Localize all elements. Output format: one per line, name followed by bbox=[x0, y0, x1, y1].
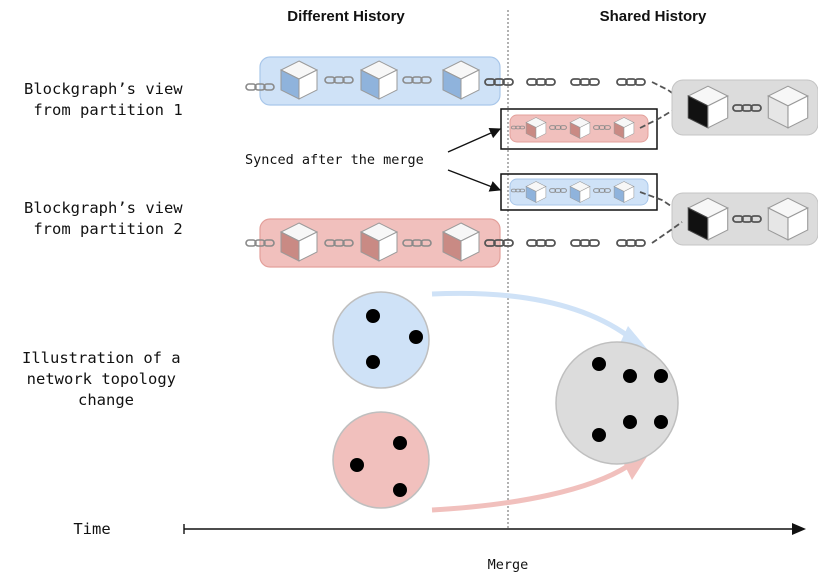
header-shared-history: Shared History bbox=[600, 8, 707, 25]
timeline-arrowhead-icon bbox=[792, 523, 806, 535]
topology-arrow-red bbox=[431, 463, 630, 513]
label-partition-2: Blockgraph’s view from partition 2 bbox=[24, 199, 192, 238]
node-dot bbox=[654, 415, 668, 429]
node-dot bbox=[592, 428, 606, 442]
label-topology-line1: Illustration of a bbox=[22, 349, 181, 367]
label-synced: Synced after the merge bbox=[245, 152, 424, 168]
label-partition-2-line1: Blockgraph’s view bbox=[24, 199, 183, 217]
chain-icon bbox=[525, 238, 557, 248]
node-dot bbox=[350, 458, 364, 472]
synced-arrow-up bbox=[447, 127, 502, 153]
label-partition-1-line1: Blockgraph’s view bbox=[24, 80, 183, 98]
chain-icon bbox=[615, 77, 647, 87]
node-dot bbox=[654, 369, 668, 383]
label-topology: Illustration of a network topology chang… bbox=[22, 349, 190, 409]
node-dot bbox=[409, 330, 423, 344]
network-blue-circle bbox=[332, 291, 430, 389]
label-partition-1: Blockgraph’s view from partition 1 bbox=[24, 80, 192, 119]
node-dot bbox=[366, 355, 380, 369]
chain-icon bbox=[615, 238, 647, 248]
chain-icon bbox=[569, 77, 601, 87]
synced-arrow-down bbox=[447, 169, 502, 192]
network-merged-circle bbox=[555, 341, 679, 465]
node-dot bbox=[623, 415, 637, 429]
node-dot bbox=[592, 357, 606, 371]
network-red-circle bbox=[332, 411, 430, 509]
topology-arrow-blue bbox=[431, 290, 630, 339]
label-topology-line2: network topology bbox=[27, 370, 176, 388]
chain-icon bbox=[569, 238, 601, 248]
label-partition-1-line2: from partition 1 bbox=[33, 101, 182, 119]
node-dot bbox=[623, 369, 637, 383]
node-dot bbox=[393, 436, 407, 450]
label-merge: Merge bbox=[488, 557, 529, 573]
label-topology-line3: change bbox=[78, 391, 134, 409]
node-dot bbox=[366, 309, 380, 323]
chain-icon bbox=[525, 77, 557, 87]
label-partition-2-line2: from partition 2 bbox=[33, 220, 182, 238]
label-time: Time bbox=[73, 520, 110, 538]
header-different-history: Different History bbox=[287, 8, 405, 25]
node-dot bbox=[393, 483, 407, 497]
synced-blue-box bbox=[500, 173, 658, 211]
chain-diagonal-icon bbox=[651, 221, 683, 244]
